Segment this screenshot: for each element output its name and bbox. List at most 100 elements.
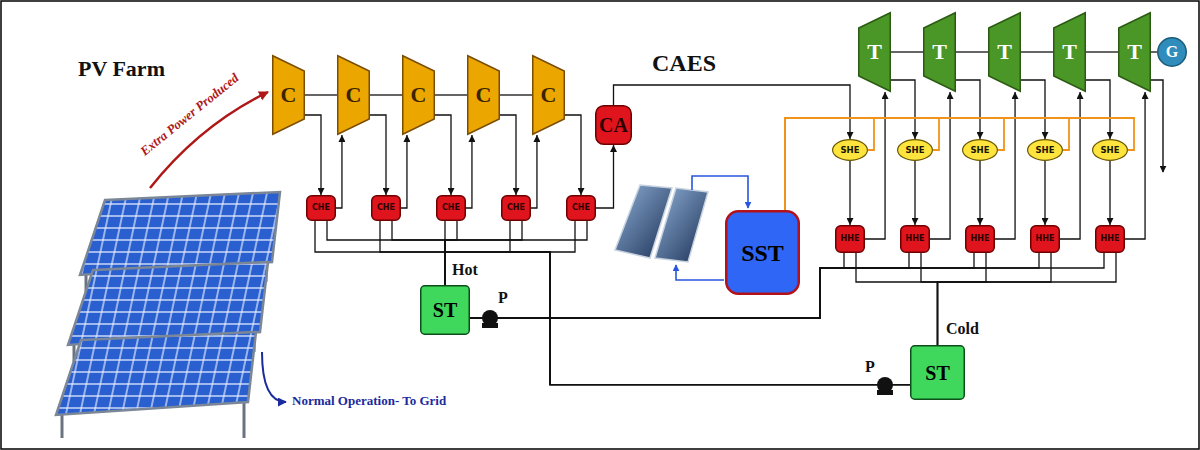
- collector-panel: [655, 188, 708, 262]
- node-label: ST: [433, 300, 457, 320]
- heat-exchanger: CHE: [436, 195, 466, 221]
- collector-loop: [692, 176, 748, 208]
- flow-line: [336, 135, 342, 208]
- node-label: SHE: [905, 146, 924, 155]
- turbine-shape: [1119, 13, 1151, 92]
- flow-line: [614, 85, 851, 139]
- flow-line: [1109, 161, 1110, 225]
- air-storage-shape: [596, 106, 632, 145]
- flow-line: [891, 80, 915, 139]
- air-storage: CA: [595, 105, 632, 145]
- node-label: T: [1127, 41, 1142, 63]
- solar-heat-exchanger: SHE: [962, 139, 998, 161]
- node-label: SHE: [1035, 146, 1054, 155]
- flow-line: [305, 115, 321, 195]
- flow-line: [445, 221, 910, 385]
- solar-heat-exchanger-shape: [898, 140, 933, 161]
- solar-heat-line: [785, 118, 874, 210]
- flow-line: [510, 221, 910, 385]
- node-label: C: [411, 84, 427, 106]
- node-label: SHE: [840, 146, 859, 155]
- heat-exchanger-shape: [437, 196, 466, 221]
- generator-shape: [1158, 38, 1187, 67]
- pv-panel: [56, 332, 256, 415]
- heat-exchanger-shape: [966, 226, 995, 253]
- solar-heat-exchanger-shape: [1028, 140, 1063, 161]
- flow-line: [500, 94, 532, 95]
- flow-line: [1151, 51, 1157, 52]
- exhaust-arrow: [1151, 80, 1163, 172]
- system-label: CAES: [652, 50, 716, 78]
- grid-arrow: [262, 352, 286, 402]
- collector-loop: [676, 265, 724, 280]
- flow-line: [914, 161, 915, 225]
- heat-exchanger: CHE: [501, 195, 531, 221]
- heat-exchanger-shape: [901, 226, 930, 253]
- compressor-shape: [533, 56, 565, 135]
- flow-line: [401, 135, 407, 208]
- compressor-shape: [338, 56, 370, 135]
- tank-label: Hot: [452, 261, 478, 279]
- flow-line: [596, 145, 614, 208]
- pump-body: [482, 310, 498, 326]
- flow-line: [370, 115, 386, 195]
- heat-exchanger: HHE: [965, 225, 995, 253]
- heat-exchanger-shape: [307, 196, 336, 221]
- flow-line: [956, 80, 980, 139]
- heat-exchanger: HHE: [900, 225, 930, 253]
- node-label: CHE: [377, 204, 395, 212]
- node-label: T: [867, 41, 882, 63]
- node-label: CA: [599, 115, 628, 135]
- compressor-shape: [403, 56, 435, 135]
- flow-line: [938, 253, 1117, 345]
- compressor-shape: [468, 56, 500, 135]
- tank-label: Cold: [946, 320, 979, 338]
- heat-exchanger-shape: [372, 196, 401, 221]
- node-label: SHE: [970, 146, 989, 155]
- figure-label: PV Farm: [78, 56, 165, 81]
- pump-symbol: [482, 310, 498, 328]
- node-label: C: [346, 84, 362, 106]
- heat-exchanger: CHE: [306, 195, 336, 221]
- node-label: SHE: [1100, 146, 1119, 155]
- flow-line: [979, 161, 980, 225]
- flow-line: [435, 115, 451, 195]
- flow-line: [370, 94, 402, 95]
- heat-exchanger: HHE: [1030, 225, 1060, 253]
- compressor-shape: [273, 56, 305, 135]
- turbine: T: [923, 12, 956, 92]
- heat-exchanger-shape: [567, 196, 596, 221]
- node-label: G: [1166, 44, 1178, 60]
- heat-exchanger-shape: [836, 226, 865, 253]
- panel-leg: [243, 402, 246, 438]
- solar-heat-exchanger: SHE: [1027, 139, 1063, 161]
- flow-line: [1021, 80, 1045, 139]
- node-label: HHE: [971, 235, 990, 243]
- node-label: T: [997, 41, 1012, 63]
- node-label: C: [541, 84, 557, 106]
- compressor: C: [337, 55, 370, 135]
- flow-line: [865, 92, 885, 239]
- flow-line: [565, 115, 581, 195]
- flow-line: [1125, 92, 1145, 239]
- turbine: T: [988, 12, 1021, 92]
- turbine: T: [1118, 12, 1151, 92]
- flow-line: [938, 253, 987, 345]
- solar-heat-line: [785, 118, 1134, 210]
- node-label: HHE: [1036, 235, 1055, 243]
- node-label: T: [932, 41, 947, 63]
- node-label: CHE: [312, 204, 330, 212]
- arrow-label: Normal Operation- To Grid: [292, 394, 446, 409]
- flow-line: [327, 221, 445, 285]
- pump-label: P: [498, 289, 508, 307]
- generator: G: [1157, 37, 1187, 67]
- flow-line: [392, 221, 445, 285]
- node-label: HHE: [906, 235, 925, 243]
- flow-line: [938, 253, 1052, 345]
- compressor: C: [532, 55, 565, 135]
- arrow-label: Extra Power Produced: [138, 71, 242, 159]
